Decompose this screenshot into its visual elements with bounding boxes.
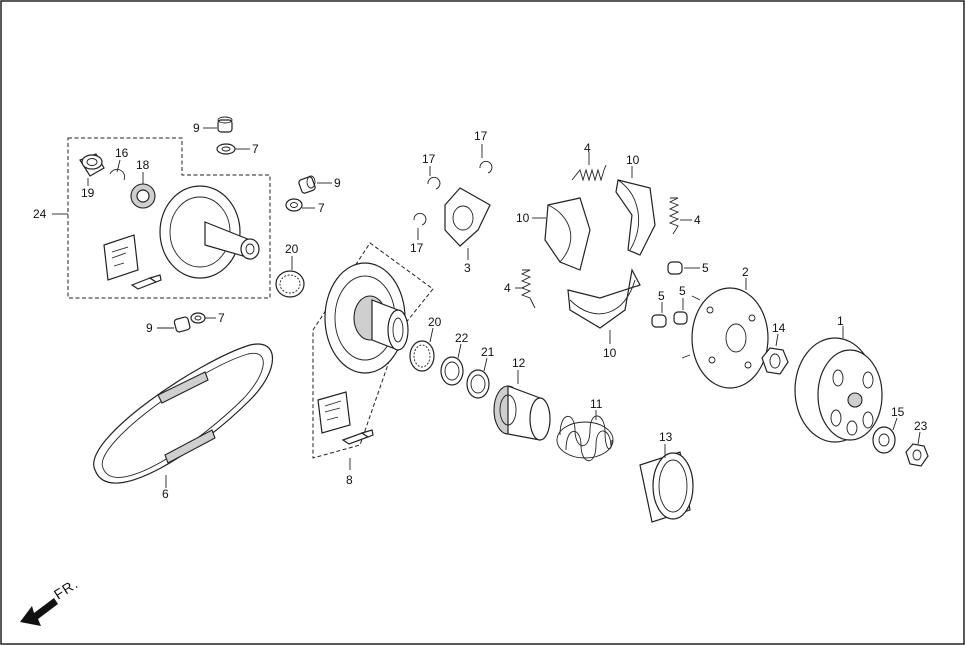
label-5-a: 5 bbox=[702, 261, 709, 275]
part-17-clip-b bbox=[427, 176, 441, 190]
label-8: 8 bbox=[346, 473, 353, 487]
part-9-weight-low bbox=[173, 316, 191, 333]
leader-22 bbox=[457, 343, 462, 359]
assembly-box-8 bbox=[312, 242, 434, 459]
instruction-card-24 bbox=[103, 234, 139, 281]
label-2: 2 bbox=[742, 265, 749, 279]
label-6: 6 bbox=[162, 487, 169, 501]
leader-21 bbox=[483, 357, 488, 372]
part-5-damper-a bbox=[667, 261, 683, 275]
label-22: 22 bbox=[455, 331, 469, 345]
part-6-drive-belt bbox=[93, 343, 273, 484]
grease-tube-8 bbox=[341, 429, 374, 445]
part-12-sleeve bbox=[493, 385, 551, 441]
part-23-nut bbox=[905, 443, 929, 467]
drive-face-plate bbox=[159, 185, 260, 279]
label-10-left: 10 bbox=[516, 211, 530, 225]
grease-tube-24 bbox=[130, 274, 162, 290]
part-4-spring-left bbox=[520, 269, 536, 309]
leader-16 bbox=[116, 159, 121, 173]
part-5-damper-b bbox=[651, 314, 667, 328]
part-2-clutch-carrier bbox=[681, 287, 769, 389]
part-10-shoe-top bbox=[615, 179, 656, 256]
part-21-ring bbox=[466, 369, 490, 399]
label-11: 11 bbox=[590, 397, 603, 411]
part-4-spring-top bbox=[571, 164, 607, 182]
label-21: 21 bbox=[481, 345, 495, 359]
part-10-shoe-bottom bbox=[567, 268, 641, 329]
part-7-slider-mid bbox=[285, 198, 303, 212]
label-16: 16 bbox=[115, 146, 129, 160]
instruction-card-8 bbox=[317, 391, 351, 434]
label-1: 1 bbox=[837, 314, 844, 328]
leader-14 bbox=[775, 333, 779, 347]
label-7-top: 7 bbox=[252, 142, 259, 156]
part-17-clip-c bbox=[413, 212, 427, 226]
part-3-plate bbox=[444, 187, 491, 247]
label-4-left: 4 bbox=[504, 281, 511, 295]
label-20-lower: 20 bbox=[428, 315, 442, 329]
label-4-right: 4 bbox=[694, 213, 701, 227]
label-5-b: 5 bbox=[658, 289, 665, 303]
label-17-b: 17 bbox=[422, 152, 436, 166]
label-23: 23 bbox=[914, 419, 928, 433]
part-14-nut bbox=[761, 347, 789, 375]
label-12: 12 bbox=[512, 356, 526, 370]
part-15-washer bbox=[872, 426, 896, 454]
label-3: 3 bbox=[464, 261, 471, 275]
part-20-washer-lower bbox=[409, 340, 435, 372]
driven-face-plate bbox=[324, 262, 409, 374]
label-5-c: 5 bbox=[679, 284, 686, 298]
part-7-slider-low bbox=[190, 312, 206, 324]
part-9-weight-mid bbox=[298, 175, 316, 194]
part-13-cup bbox=[639, 451, 694, 523]
part-5-damper-c bbox=[673, 311, 688, 325]
part-22-ring bbox=[440, 356, 464, 386]
part-20-washer-upper bbox=[275, 270, 305, 298]
label-15: 15 bbox=[891, 405, 905, 419]
label-17-c: 17 bbox=[410, 241, 424, 255]
leader-23 bbox=[917, 431, 921, 445]
part-1-clutch-bell bbox=[794, 337, 883, 443]
leader-15 bbox=[892, 417, 898, 431]
part-16-clip bbox=[109, 168, 126, 181]
label-9-top: 9 bbox=[193, 121, 200, 135]
label-19: 19 bbox=[81, 186, 95, 200]
part-4-spring-right bbox=[668, 197, 680, 235]
part-9-weight-top bbox=[217, 116, 233, 133]
label-14: 14 bbox=[772, 321, 786, 335]
front-direction-label: FR. bbox=[51, 575, 81, 602]
label-9-low: 9 bbox=[146, 321, 153, 335]
part-11-spring bbox=[556, 415, 614, 462]
label-10-bottom: 10 bbox=[603, 346, 617, 360]
front-arrow-icon bbox=[20, 598, 58, 626]
label-7-mid: 7 bbox=[318, 201, 325, 215]
label-17-a: 17 bbox=[474, 129, 488, 143]
leader-20b bbox=[429, 327, 434, 343]
label-7-low: 7 bbox=[218, 311, 225, 325]
label-13: 13 bbox=[659, 430, 673, 444]
label-24: 24 bbox=[33, 207, 47, 221]
part-10-shoe-left bbox=[544, 197, 591, 271]
part-19-collar bbox=[79, 153, 105, 177]
part-18-bearing bbox=[130, 183, 156, 209]
label-18: 18 bbox=[136, 158, 150, 172]
label-9-mid: 9 bbox=[334, 176, 341, 190]
part-17-clip-a bbox=[479, 160, 493, 174]
label-20-upper: 20 bbox=[285, 242, 299, 256]
part-7-slider-top bbox=[216, 143, 236, 155]
label-10-top: 10 bbox=[626, 153, 640, 167]
assembly-box-24 bbox=[67, 137, 271, 299]
label-4-top: 4 bbox=[584, 141, 591, 155]
